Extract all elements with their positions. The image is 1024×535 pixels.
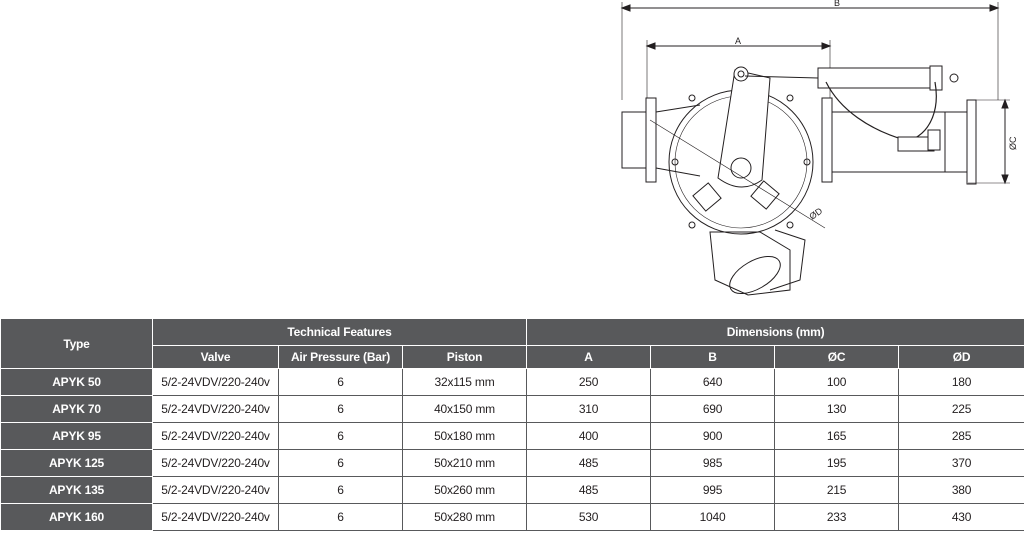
col-valve: Valve — [152, 345, 279, 369]
b-cell: 1040 — [650, 503, 776, 531]
b-cell: 995 — [650, 476, 776, 504]
c-cell: 165 — [774, 422, 900, 450]
c-cell: 233 — [774, 503, 900, 531]
col-b: B — [650, 345, 776, 369]
valve-cell: 5/2-24VDV/220-240v — [152, 368, 279, 396]
valve-cell: 5/2-24VDV/220-240v — [152, 422, 279, 450]
dimensions-header: Dimensions (mm) — [526, 318, 1024, 346]
col-c: ØC — [774, 345, 900, 369]
table-row: APYK 160 5/2-24VDV/220-240v 6 50x280 mm … — [0, 503, 1024, 531]
table-row: APYK 135 5/2-24VDV/220-240v 6 50x260 mm … — [0, 476, 1024, 504]
c-cell: 100 — [774, 368, 900, 396]
spec-table: Type Technical Features Dimensions (mm) … — [0, 318, 1024, 531]
label-c: ØC — [1008, 136, 1018, 150]
b-cell: 985 — [650, 449, 776, 477]
table-row: APYK 125 5/2-24VDV/220-240v 6 50x210 mm … — [0, 449, 1024, 477]
type-header: Type — [0, 318, 153, 369]
pressure-cell: 6 — [278, 449, 403, 477]
type-cell: APYK 50 — [0, 368, 153, 396]
col-a: A — [526, 345, 652, 369]
label-d: ØD — [807, 205, 824, 221]
a-cell: 310 — [526, 395, 652, 423]
d-cell: 370 — [898, 449, 1024, 477]
d-cell: 180 — [898, 368, 1024, 396]
technical-drawing: B A ØC ØD — [620, 0, 1018, 296]
c-cell: 215 — [774, 476, 900, 504]
type-cell: APYK 160 — [0, 503, 153, 531]
type-cell: APYK 70 — [0, 395, 153, 423]
table-row: APYK 95 5/2-24VDV/220-240v 6 50x180 mm 4… — [0, 422, 1024, 450]
valve-cell: 5/2-24VDV/220-240v — [152, 449, 279, 477]
pressure-cell: 6 — [278, 368, 403, 396]
b-cell: 690 — [650, 395, 776, 423]
d-cell: 430 — [898, 503, 1024, 531]
d-cell: 285 — [898, 422, 1024, 450]
valve-cell: 5/2-24VDV/220-240v — [152, 476, 279, 504]
c-cell: 130 — [774, 395, 900, 423]
piston-cell: 50x180 mm — [401, 422, 528, 450]
c-cell: 195 — [774, 449, 900, 477]
pressure-cell: 6 — [278, 395, 403, 423]
b-cell: 900 — [650, 422, 776, 450]
a-cell: 250 — [526, 368, 652, 396]
piston-cell: 32x115 mm — [401, 368, 528, 396]
type-cell: APYK 125 — [0, 449, 153, 477]
col-piston: Piston — [401, 345, 528, 369]
piston-cell: 50x280 mm — [401, 503, 528, 531]
valve-cell: 5/2-24VDV/220-240v — [152, 395, 279, 423]
table-row: APYK 50 5/2-24VDV/220-240v 6 32x115 mm 2… — [0, 368, 1024, 396]
a-cell: 485 — [526, 449, 652, 477]
a-cell: 530 — [526, 503, 652, 531]
col-d: ØD — [898, 345, 1024, 369]
piston-cell: 50x260 mm — [401, 476, 528, 504]
b-cell: 640 — [650, 368, 776, 396]
technical-features-header: Technical Features — [151, 318, 528, 346]
a-cell: 485 — [526, 476, 652, 504]
piston-cell: 50x210 mm — [401, 449, 528, 477]
label-b: B — [834, 0, 840, 8]
pressure-cell: 6 — [278, 476, 403, 504]
d-cell: 225 — [898, 395, 1024, 423]
type-cell: APYK 95 — [0, 422, 153, 450]
a-cell: 400 — [526, 422, 652, 450]
col-air-pressure: Air Pressure (Bar) — [278, 345, 403, 369]
piston-cell: 40x150 mm — [401, 395, 528, 423]
table-row: APYK 70 5/2-24VDV/220-240v 6 40x150 mm 3… — [0, 395, 1024, 423]
pressure-cell: 6 — [278, 503, 403, 531]
label-a: A — [735, 36, 741, 46]
pressure-cell: 6 — [278, 422, 403, 450]
type-cell: APYK 135 — [0, 476, 153, 504]
d-cell: 380 — [898, 476, 1024, 504]
valve-cell: 5/2-24VDV/220-240v — [152, 503, 279, 531]
